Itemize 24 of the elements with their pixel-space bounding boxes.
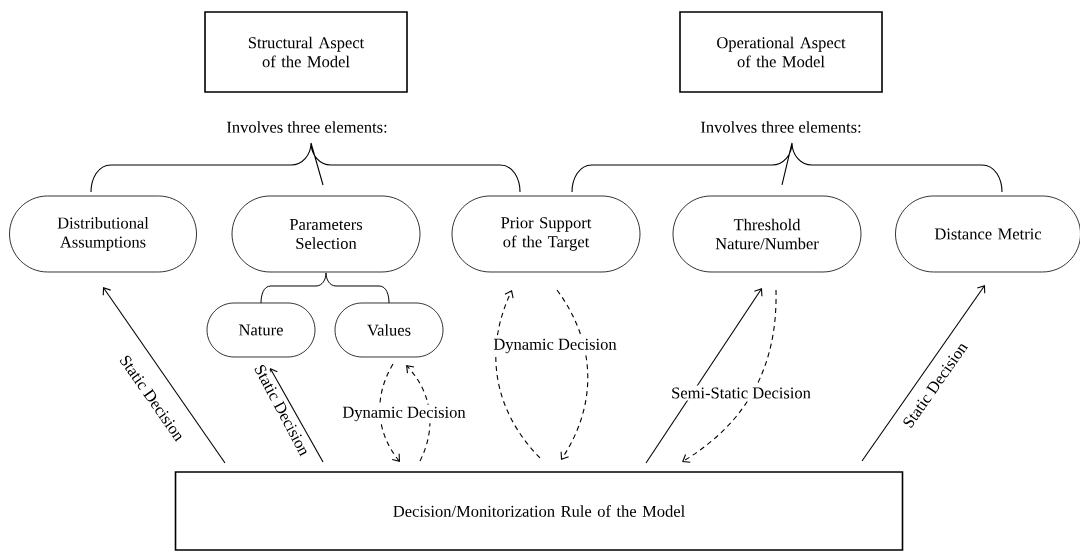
rounded-box: Distributional Assumptions xyxy=(9,195,197,273)
dashed-arrow xyxy=(495,290,541,459)
dashed-arrow xyxy=(406,365,431,462)
arrow xyxy=(268,368,324,463)
dashed-arrow xyxy=(682,289,777,463)
edge-label: Dynamic Decision xyxy=(340,404,468,424)
rounded-box: Distance Metric xyxy=(895,195,1080,273)
rounded-box: Nature xyxy=(206,302,316,358)
arrow xyxy=(645,288,763,464)
edge-label: Dynamic Decision xyxy=(491,336,619,356)
edge-label: Semi-Static Decision xyxy=(669,385,813,401)
arrow xyxy=(102,287,226,464)
rounded-box: Prior Support of the Target xyxy=(451,195,641,273)
dashed-arrow xyxy=(556,289,589,460)
rounded-box: Parameters Selection xyxy=(231,195,421,273)
rounded-box: Values xyxy=(334,302,444,358)
rounded-box: Threshold Nature/Number xyxy=(672,195,862,273)
title-box: Decision/Monitorization Rule of the Model xyxy=(174,471,904,551)
brace-caption: Involves three elements: xyxy=(226,121,387,133)
arrow xyxy=(861,285,986,462)
dashed-arrow xyxy=(379,363,400,462)
title-box: Operational Aspect of the Model xyxy=(679,11,883,93)
brace-caption: Involves three elements: xyxy=(700,121,861,133)
title-box: Structural Aspect of the Model xyxy=(204,11,408,93)
